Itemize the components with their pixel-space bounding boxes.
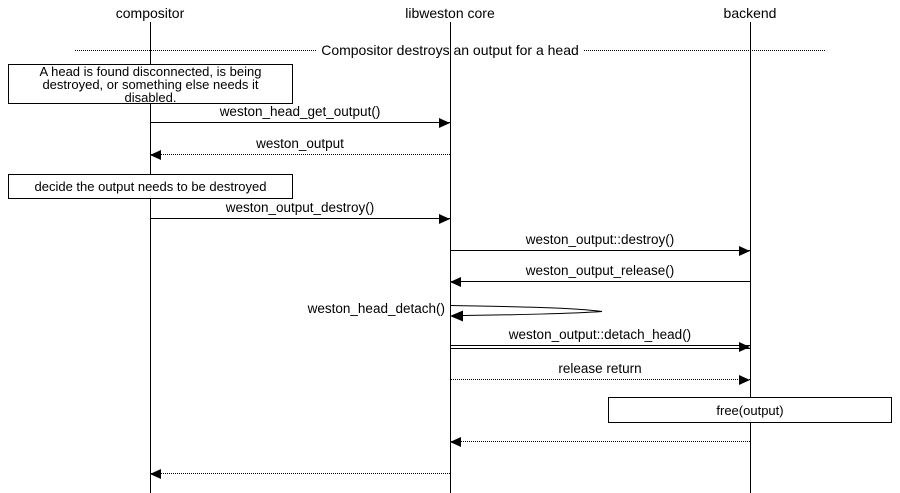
message-line xyxy=(150,150,450,160)
title-rule-right xyxy=(583,49,825,51)
arrowhead-right-icon xyxy=(439,118,450,128)
note-text: free(output) xyxy=(716,402,784,418)
message-label: weston_output::detach_head() xyxy=(508,327,692,342)
arrowhead-right-icon xyxy=(739,342,750,352)
self-message-arrow-icon xyxy=(450,305,603,322)
lifeline-backend xyxy=(750,22,751,493)
message-line xyxy=(450,437,750,447)
arrowhead-right-icon xyxy=(739,375,750,385)
note-text: decide the output needs to be destroyed xyxy=(34,179,267,194)
message-line xyxy=(450,277,750,287)
actor-label-backend: backend xyxy=(723,5,777,21)
arrowhead-left-icon xyxy=(150,469,161,479)
note-head-disconnected: A head is found disconnected, is being d… xyxy=(8,64,293,104)
arrowhead-left-icon xyxy=(450,437,461,447)
message-weston-output-detach-head: weston_output::detach_head() xyxy=(450,327,750,352)
message-return-core-to-compositor xyxy=(150,469,450,479)
message-release-return: release return xyxy=(450,361,750,385)
message-line xyxy=(450,246,750,256)
diagram-title-row: Compositor destroys an output for a head xyxy=(75,42,825,58)
actor-label-compositor: compositor xyxy=(115,5,185,21)
arrowhead-left-icon xyxy=(450,277,461,287)
note-text: A head is found disconnected, is being d… xyxy=(39,63,262,105)
arrowhead-right-icon xyxy=(739,246,750,256)
message-line xyxy=(450,375,750,385)
title-rule-left xyxy=(75,49,317,51)
message-line xyxy=(150,214,450,224)
message-label: release return xyxy=(558,361,642,376)
message-label: weston_output_destroy() xyxy=(225,200,375,215)
message-weston-output-vfunc-destroy: weston_output::destroy() xyxy=(450,232,750,256)
actor-label-libweston-core: libweston core xyxy=(405,5,495,21)
message-label: weston_output_release() xyxy=(525,263,675,278)
message-weston-output-return: weston_output xyxy=(150,136,450,160)
arrowhead-right-icon xyxy=(439,214,450,224)
message-line xyxy=(150,118,450,128)
note-decide-destroy: decide the output needs to be destroyed xyxy=(8,174,293,199)
diagram-title: Compositor destroys an output for a head xyxy=(321,42,579,58)
message-label-weston-head-detach: weston_head_detach() xyxy=(307,301,445,316)
message-label: weston_output xyxy=(256,136,344,151)
message-label: weston_head_get_output() xyxy=(219,104,381,119)
message-weston-output-release: weston_output_release() xyxy=(450,263,750,287)
message-line xyxy=(450,342,750,352)
lifeline-libweston-core xyxy=(450,22,451,493)
note-free-output: free(output) xyxy=(608,397,892,423)
message-weston-output-destroy: weston_output_destroy() xyxy=(150,200,450,224)
message-return-backend-to-core xyxy=(450,437,750,447)
arrowhead-left-icon xyxy=(150,150,161,160)
lifeline-compositor xyxy=(150,22,151,493)
message-label: weston_output::destroy() xyxy=(525,232,675,247)
message-line xyxy=(150,469,450,479)
message-weston-head-get-output: weston_head_get_output() xyxy=(150,104,450,128)
